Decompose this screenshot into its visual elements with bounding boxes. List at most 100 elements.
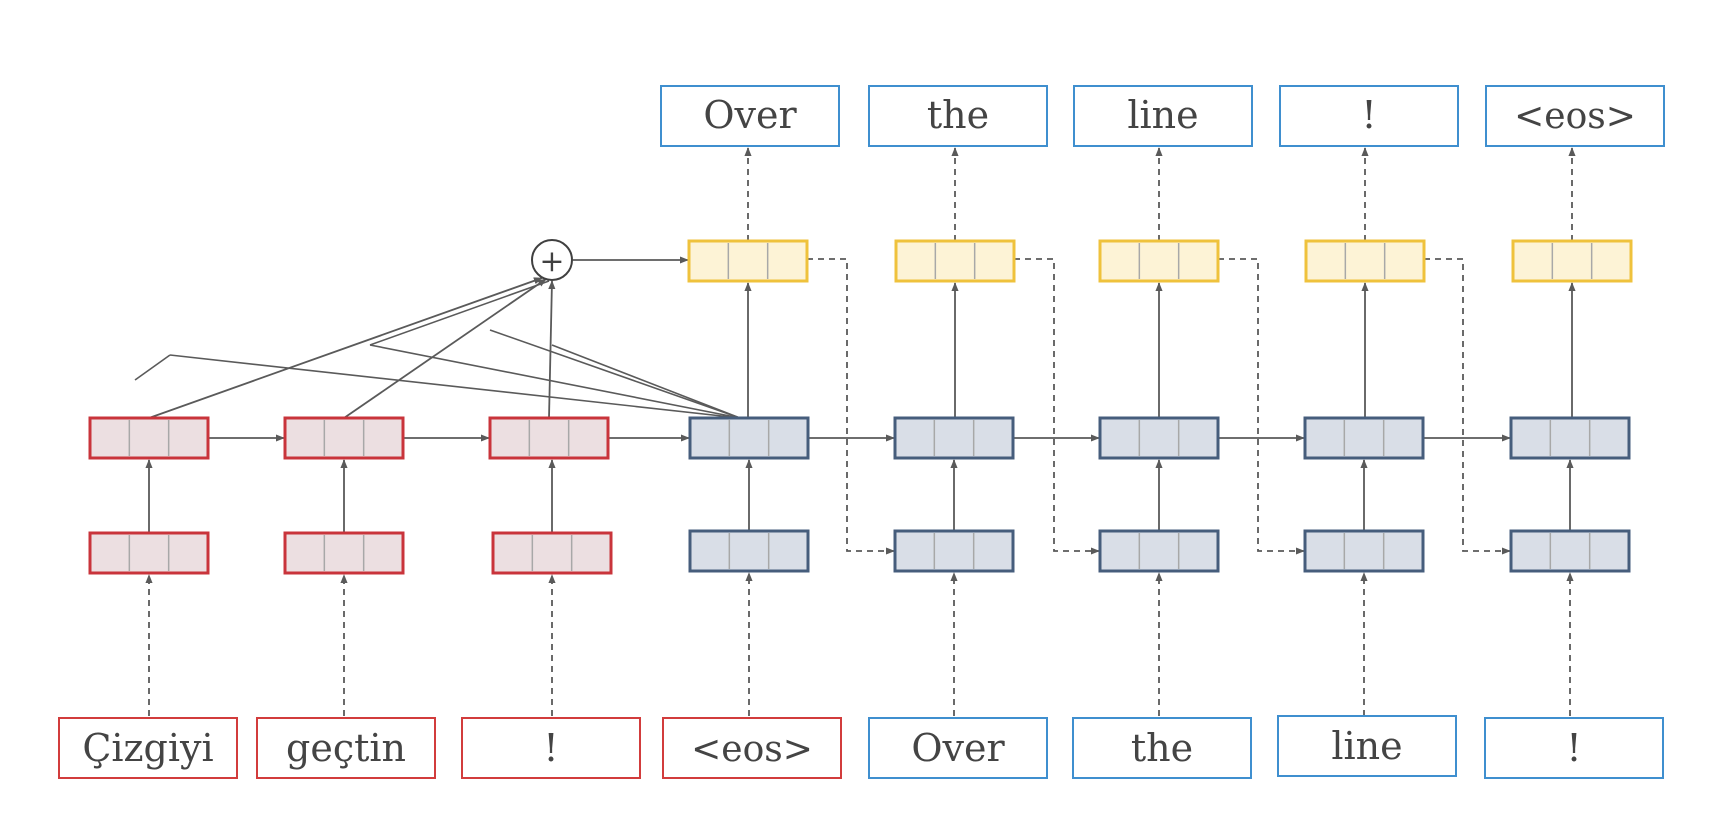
target-input-token-box: line xyxy=(1277,715,1457,777)
source-token-box: <eos> xyxy=(662,717,842,779)
decoder-embedding-vector-frame xyxy=(893,529,1015,573)
output-token-frame xyxy=(868,85,1048,147)
attention-plus-icon: + xyxy=(539,244,564,279)
source-token-group: Çizgiyi geçtin ! <eos> xyxy=(58,717,842,779)
output-token-box: line xyxy=(1073,85,1253,147)
target-input-token-box: the xyxy=(1072,717,1252,779)
encoder-embedding-vector-frame xyxy=(283,531,405,575)
decoder-embedding-vector-frame xyxy=(1303,529,1425,573)
attention-circle xyxy=(531,239,573,281)
target-input-token-frame xyxy=(1072,717,1252,779)
output-vector xyxy=(894,239,1016,283)
target-input-token-label: the xyxy=(1131,726,1193,770)
output-vector xyxy=(1304,239,1426,283)
decoder-hidden-vector xyxy=(1098,416,1220,460)
encoder-hidden-vector xyxy=(88,416,210,460)
output-token-box: ! xyxy=(1279,85,1459,147)
source-token-label: Çizgiyi xyxy=(82,726,213,770)
encoder-embedding-vector-frame xyxy=(491,531,613,575)
feedback-dashed-arrow xyxy=(1014,258,1100,555)
decoder-embedding-vector xyxy=(1098,529,1220,573)
encoder-embedding-vector xyxy=(88,531,210,575)
decoder-embedding-vector-frame xyxy=(1098,529,1220,573)
source-token-label: geçtin xyxy=(286,726,406,770)
target-input-token-frame xyxy=(868,717,1048,779)
decoder-hidden-vector xyxy=(1509,416,1631,460)
source-token-frame xyxy=(58,717,238,779)
attention-input-arrow xyxy=(343,278,547,419)
output-token-label: the xyxy=(927,93,989,137)
output-vector-frame xyxy=(1511,239,1633,283)
decoder-embedding-vector-frame xyxy=(688,529,810,573)
decoder-hidden-vector-frame xyxy=(1098,416,1220,460)
target-input-token-label: Over xyxy=(911,726,1005,770)
target-input-token-frame xyxy=(1484,717,1664,779)
output-token-label: <eos> xyxy=(1514,96,1636,137)
decoder-embedding-vector xyxy=(893,529,1015,573)
feedback-dashed-arrow xyxy=(807,258,895,555)
encoder-embedding-vector xyxy=(491,531,613,575)
attention-score-line xyxy=(369,344,741,419)
output-token-box: <eos> xyxy=(1485,85,1665,147)
attention-sum-node: + xyxy=(531,239,573,281)
attention-score-line xyxy=(134,354,171,381)
output-vector xyxy=(1098,239,1220,283)
output-vector-frame xyxy=(687,239,809,283)
decoder-embedding-vector xyxy=(1303,529,1425,573)
output-vector xyxy=(1511,239,1633,283)
output-token-label: line xyxy=(1127,93,1198,137)
decoder-hidden-vector-frame xyxy=(1509,416,1631,460)
source-token-frame xyxy=(662,717,842,779)
target-input-token-label: ! xyxy=(1566,726,1581,770)
decoder-embedding-vector xyxy=(688,529,810,573)
target-input-token-box: Over xyxy=(868,717,1048,779)
decoder-hidden-vector xyxy=(893,416,1015,460)
output-vector-frame xyxy=(894,239,1016,283)
decoder-hidden-vector-frame xyxy=(893,416,1015,460)
output-token-label: ! xyxy=(1361,93,1376,137)
output-token-box: the xyxy=(868,85,1048,147)
source-token-box: Çizgiyi xyxy=(58,717,238,779)
decoder-hidden-vector-frame xyxy=(688,416,810,460)
source-token-box: geçtin xyxy=(256,717,436,779)
output-token-frame xyxy=(660,85,840,147)
encoder-hidden-vector-frame xyxy=(283,416,405,460)
decoder-embedding-vector-frame xyxy=(1509,529,1631,573)
target-input-token-label: line xyxy=(1331,724,1402,768)
feedback-dashed-arrow xyxy=(1424,258,1511,555)
source-token-label: <eos> xyxy=(691,729,813,770)
edges-layer xyxy=(134,147,1576,716)
encoder-embedding-vector xyxy=(283,531,405,575)
target-input-token-frame xyxy=(1277,715,1457,777)
encoder-hidden-vector xyxy=(283,416,405,460)
attention-input-arrow xyxy=(148,277,543,419)
output-vector-frame xyxy=(1098,239,1220,283)
attention-score-line xyxy=(551,344,741,419)
output-token-frame xyxy=(1485,85,1665,147)
source-token-box: ! xyxy=(461,717,641,779)
attention-score-line xyxy=(169,354,741,419)
encoder-hidden-vector-frame xyxy=(88,416,210,460)
target-input-token-group: Over the line ! xyxy=(868,715,1664,779)
source-token-frame xyxy=(256,717,436,779)
output-vector xyxy=(687,239,809,283)
attention-input-arrow xyxy=(548,280,556,419)
target-input-token-box: ! xyxy=(1484,717,1664,779)
output-token-box: Over xyxy=(660,85,840,147)
decoder-hidden-vector xyxy=(1303,416,1425,460)
decoder-embedding-vector xyxy=(1509,529,1631,573)
output-vector-frame xyxy=(1304,239,1426,283)
decoder-hidden-vector-frame xyxy=(1303,416,1425,460)
output-token-group: Over the line ! <eos> xyxy=(660,85,1665,147)
output-token-frame xyxy=(1073,85,1253,147)
attention-score-line xyxy=(489,329,741,419)
cells-layer xyxy=(88,239,1633,575)
output-token-label: Over xyxy=(703,93,797,137)
feedback-dashed-arrow xyxy=(1218,258,1305,555)
attention-score-line xyxy=(369,280,550,346)
decoder-hidden-vector xyxy=(688,416,810,460)
encoder-hidden-vector xyxy=(488,416,610,460)
output-token-frame xyxy=(1279,85,1459,147)
